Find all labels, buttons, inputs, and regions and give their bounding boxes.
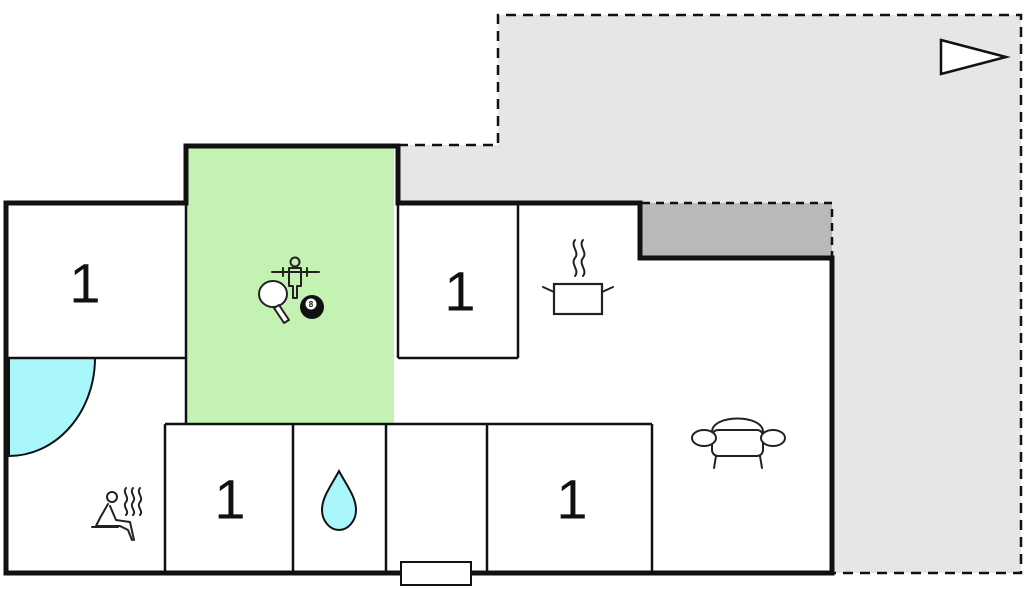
- north-arrow-icon: [939, 38, 1011, 76]
- game-room-icon: 8: [258, 256, 324, 324]
- room-4-label: 1: [69, 252, 100, 315]
- entrance-icon: [400, 561, 472, 586]
- billiard-ball-number: 8: [309, 300, 314, 309]
- outer-walls: [3, 143, 835, 576]
- terrace-area: [398, 15, 1021, 573]
- sauna-icon: [91, 487, 143, 541]
- door-swing-icon: [8, 357, 97, 458]
- water-drop-icon: [320, 468, 358, 532]
- room-3-label: 1: [214, 468, 245, 531]
- covered-terrace-edge: [642, 201, 834, 258]
- inner-walls: [6, 203, 654, 573]
- room-2-label: 1: [556, 468, 587, 531]
- sofa-icon: [691, 417, 786, 469]
- room-1-label: 1: [444, 260, 475, 323]
- cooking-pot-icon: [542, 239, 614, 316]
- covered-terrace: [642, 203, 832, 258]
